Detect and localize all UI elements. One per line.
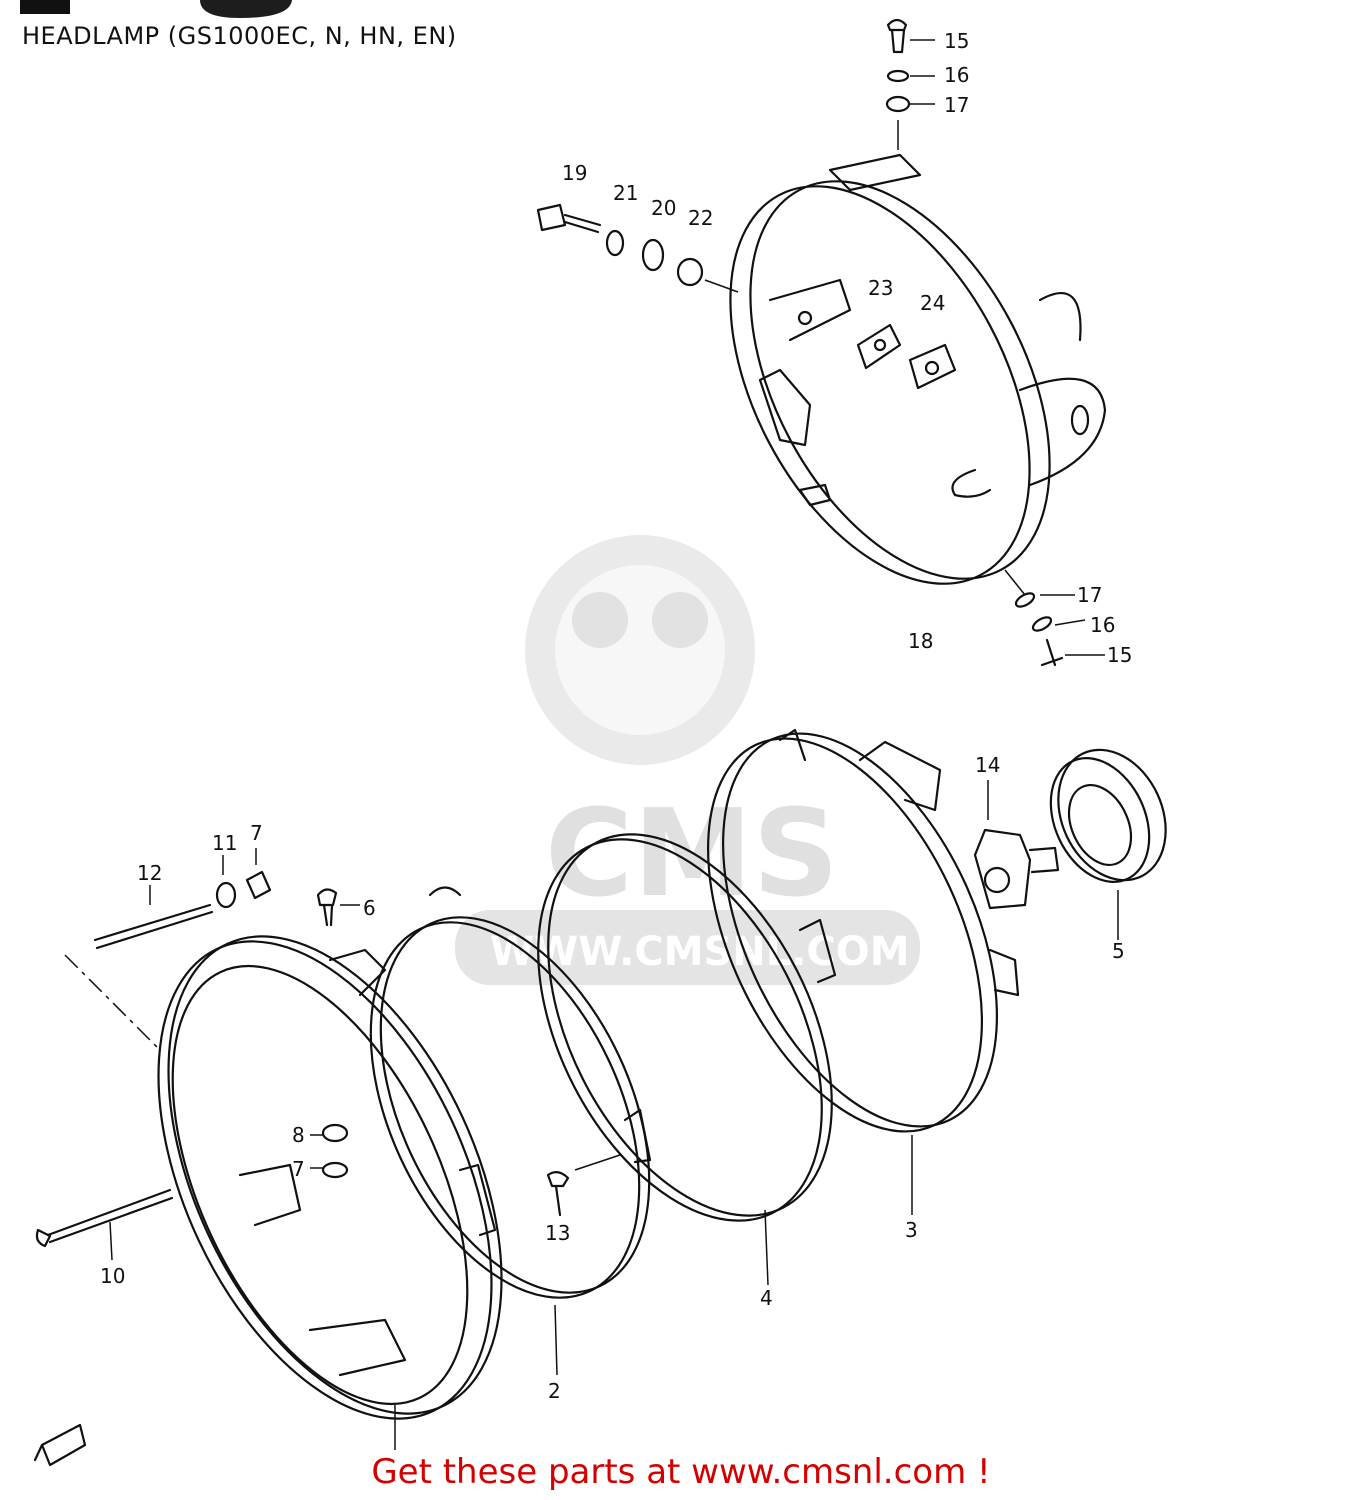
- spring-set: [64, 848, 272, 1051]
- corner-stamp: [20, 0, 292, 18]
- adjust-bolt: [35, 1188, 174, 1261]
- callout-15-top: 15: [944, 29, 969, 53]
- callout-19: 19: [562, 161, 587, 185]
- callout-12: 12: [137, 861, 162, 885]
- callout-16-bottom: 16: [1090, 613, 1115, 637]
- watermark-text: CMS: [545, 785, 839, 924]
- footer-link[interactable]: Get these parts at www.cmsnl.com !: [371, 1452, 991, 1492]
- small-screw: [546, 1154, 621, 1217]
- rim-screws: [310, 888, 360, 1179]
- callout-20: 20: [651, 196, 676, 220]
- callout-23: 23: [868, 276, 893, 300]
- callout-8: 8: [292, 1123, 305, 1147]
- socket-cap: [1049, 748, 1167, 940]
- sealed-beam: [537, 833, 837, 1286]
- diagram-title: HEADLAMP (GS1000EC, N, HN, EN): [22, 22, 457, 50]
- callout-4: 4: [760, 1286, 773, 1310]
- callout-17-bottom: 17: [1077, 583, 1102, 607]
- bottom-screw-set: [1004, 569, 1105, 667]
- callout-17-top: 17: [944, 93, 969, 117]
- callout-18: 18: [908, 629, 933, 653]
- callout-16-top: 16: [944, 63, 969, 87]
- callout-7: 7: [292, 1157, 305, 1181]
- top-screw-set: [885, 18, 935, 150]
- headlamp-rim: [369, 886, 651, 1376]
- callout-9: 7: [250, 821, 263, 845]
- callout-5: 5: [1112, 939, 1125, 963]
- callout-14: 14: [975, 753, 1000, 777]
- watermark-url: WWW.CMSNL.COM: [490, 929, 910, 975]
- fwd-arrow-icon: [33, 1423, 87, 1467]
- headlamp-housing: [729, 153, 1107, 585]
- mounting-ring: [707, 728, 1020, 1215]
- bulb: [973, 780, 1060, 910]
- callout-24: 24: [920, 291, 945, 315]
- callout-3: 3: [905, 1218, 918, 1242]
- watermark-logo: CMS WWW.CMSNL.COM: [455, 535, 920, 985]
- callout-11: 11: [212, 831, 237, 855]
- callout-6: 6: [363, 896, 376, 920]
- outer-rim: [157, 935, 503, 1450]
- callout-22: 22: [688, 206, 713, 230]
- callout-15-bottom: 15: [1107, 643, 1132, 667]
- callout-10: 10: [100, 1264, 125, 1288]
- callout-13: 13: [545, 1221, 570, 1245]
- callout-2: 2: [548, 1379, 561, 1403]
- callout-21: 21: [613, 181, 638, 205]
- mount-bolt-set: [536, 203, 739, 293]
